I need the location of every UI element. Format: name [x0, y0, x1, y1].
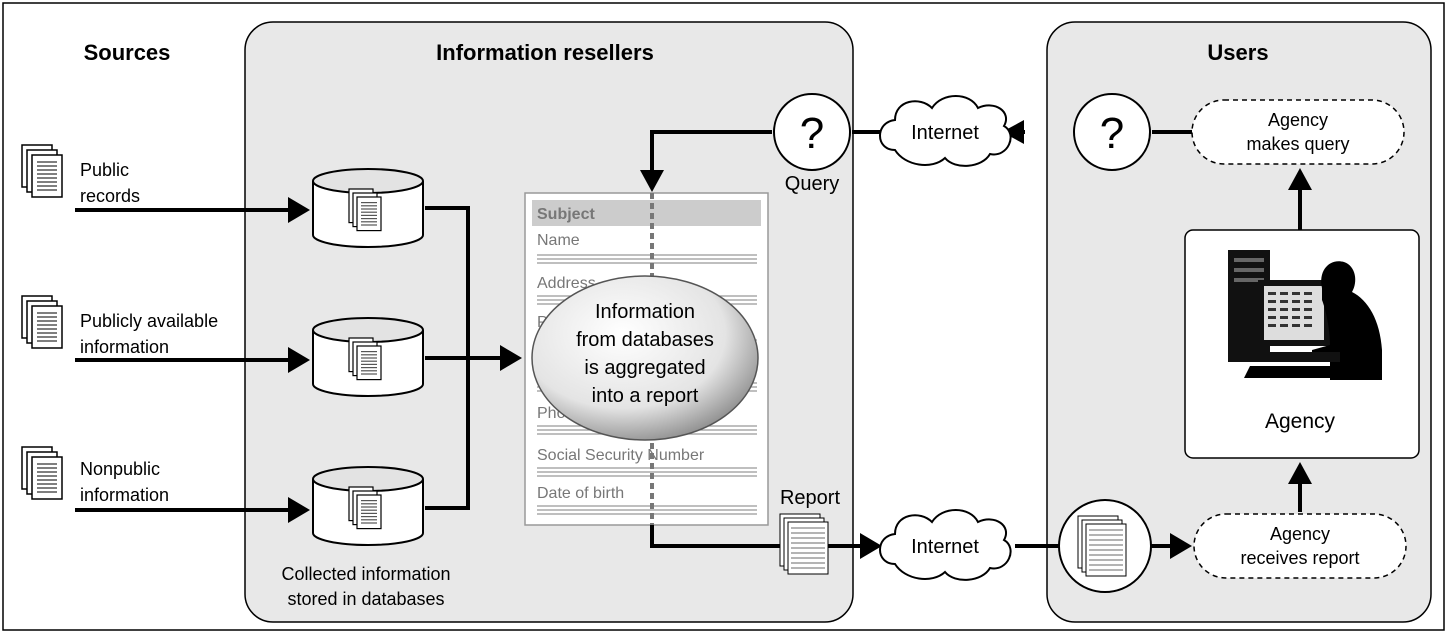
report-icon [1077, 515, 1127, 577]
cloud-icon [879, 95, 1012, 167]
internet-label-bottom: Internet [911, 536, 979, 558]
agency-label: Agency [1265, 410, 1336, 433]
query-label: Query [785, 173, 839, 195]
question-icon [773, 93, 851, 171]
resellers-heading: Information resellers [436, 40, 654, 65]
arrowhead [1170, 533, 1192, 559]
report-field-ssn: Social Security Number [537, 447, 705, 464]
cloud-icon [879, 509, 1012, 581]
agency-computer-icon [1228, 250, 1382, 380]
makes-query-box [1191, 99, 1405, 165]
question-mark-users: ? [1100, 109, 1124, 158]
arrowhead [288, 347, 310, 373]
document-stack-icon [21, 144, 63, 198]
makes-query-line2: makes query [1246, 134, 1349, 154]
query-path-line [650, 130, 772, 172]
receives-report-line2: receives report [1240, 548, 1359, 568]
db-caption-line1: Collected information [281, 564, 450, 584]
report-label: Report [780, 487, 840, 509]
arrowhead [288, 197, 310, 223]
arrowhead [1288, 168, 1312, 190]
aggregation-bubble [531, 275, 759, 441]
document-stack-icon [21, 446, 63, 500]
report-icon [779, 513, 829, 575]
document-stack-icon [21, 295, 63, 349]
database-icon [313, 467, 423, 545]
source-label-nonpublic-line2: information [80, 485, 169, 505]
arrowhead [640, 170, 664, 192]
bubble-line-2: from databases [576, 329, 714, 351]
bubble-line-4: into a report [592, 385, 699, 407]
receives-report-line1: Agency [1270, 524, 1330, 544]
source-label-public-records-line1: Public [80, 160, 129, 180]
arrowhead [860, 533, 882, 559]
db-caption-line2: stored in databases [287, 589, 444, 609]
source-label-public-records-line2: records [80, 186, 140, 206]
report-field-dob: Date of birth [537, 485, 624, 502]
makes-query-line1: Agency [1268, 110, 1328, 130]
receives-report-box [1193, 513, 1407, 579]
sources-heading: Sources [84, 40, 171, 65]
question-icon [1073, 93, 1151, 171]
bubble-line-1: Information [595, 301, 695, 323]
database-icon [313, 169, 423, 247]
database-icon [313, 318, 423, 396]
arrowhead [500, 345, 522, 371]
question-mark-resellers: ? [800, 109, 824, 158]
source-label-publicly-available-line2: information [80, 337, 169, 357]
source-label-publicly-available-line1: Publicly available [80, 311, 218, 331]
report-path-line [650, 525, 820, 548]
internet-label-top: Internet [911, 122, 979, 144]
users-heading: Users [1207, 40, 1268, 65]
arrowhead [288, 497, 310, 523]
report-field-address: Address [537, 275, 596, 292]
report-field-name: Name [537, 232, 580, 249]
arrowhead [1002, 120, 1024, 144]
source-label-nonpublic-line1: Nonpublic [80, 459, 160, 479]
bubble-line-3: is aggregated [584, 357, 705, 379]
arrowhead [1288, 462, 1312, 484]
report-field-subject: Subject [537, 206, 595, 223]
